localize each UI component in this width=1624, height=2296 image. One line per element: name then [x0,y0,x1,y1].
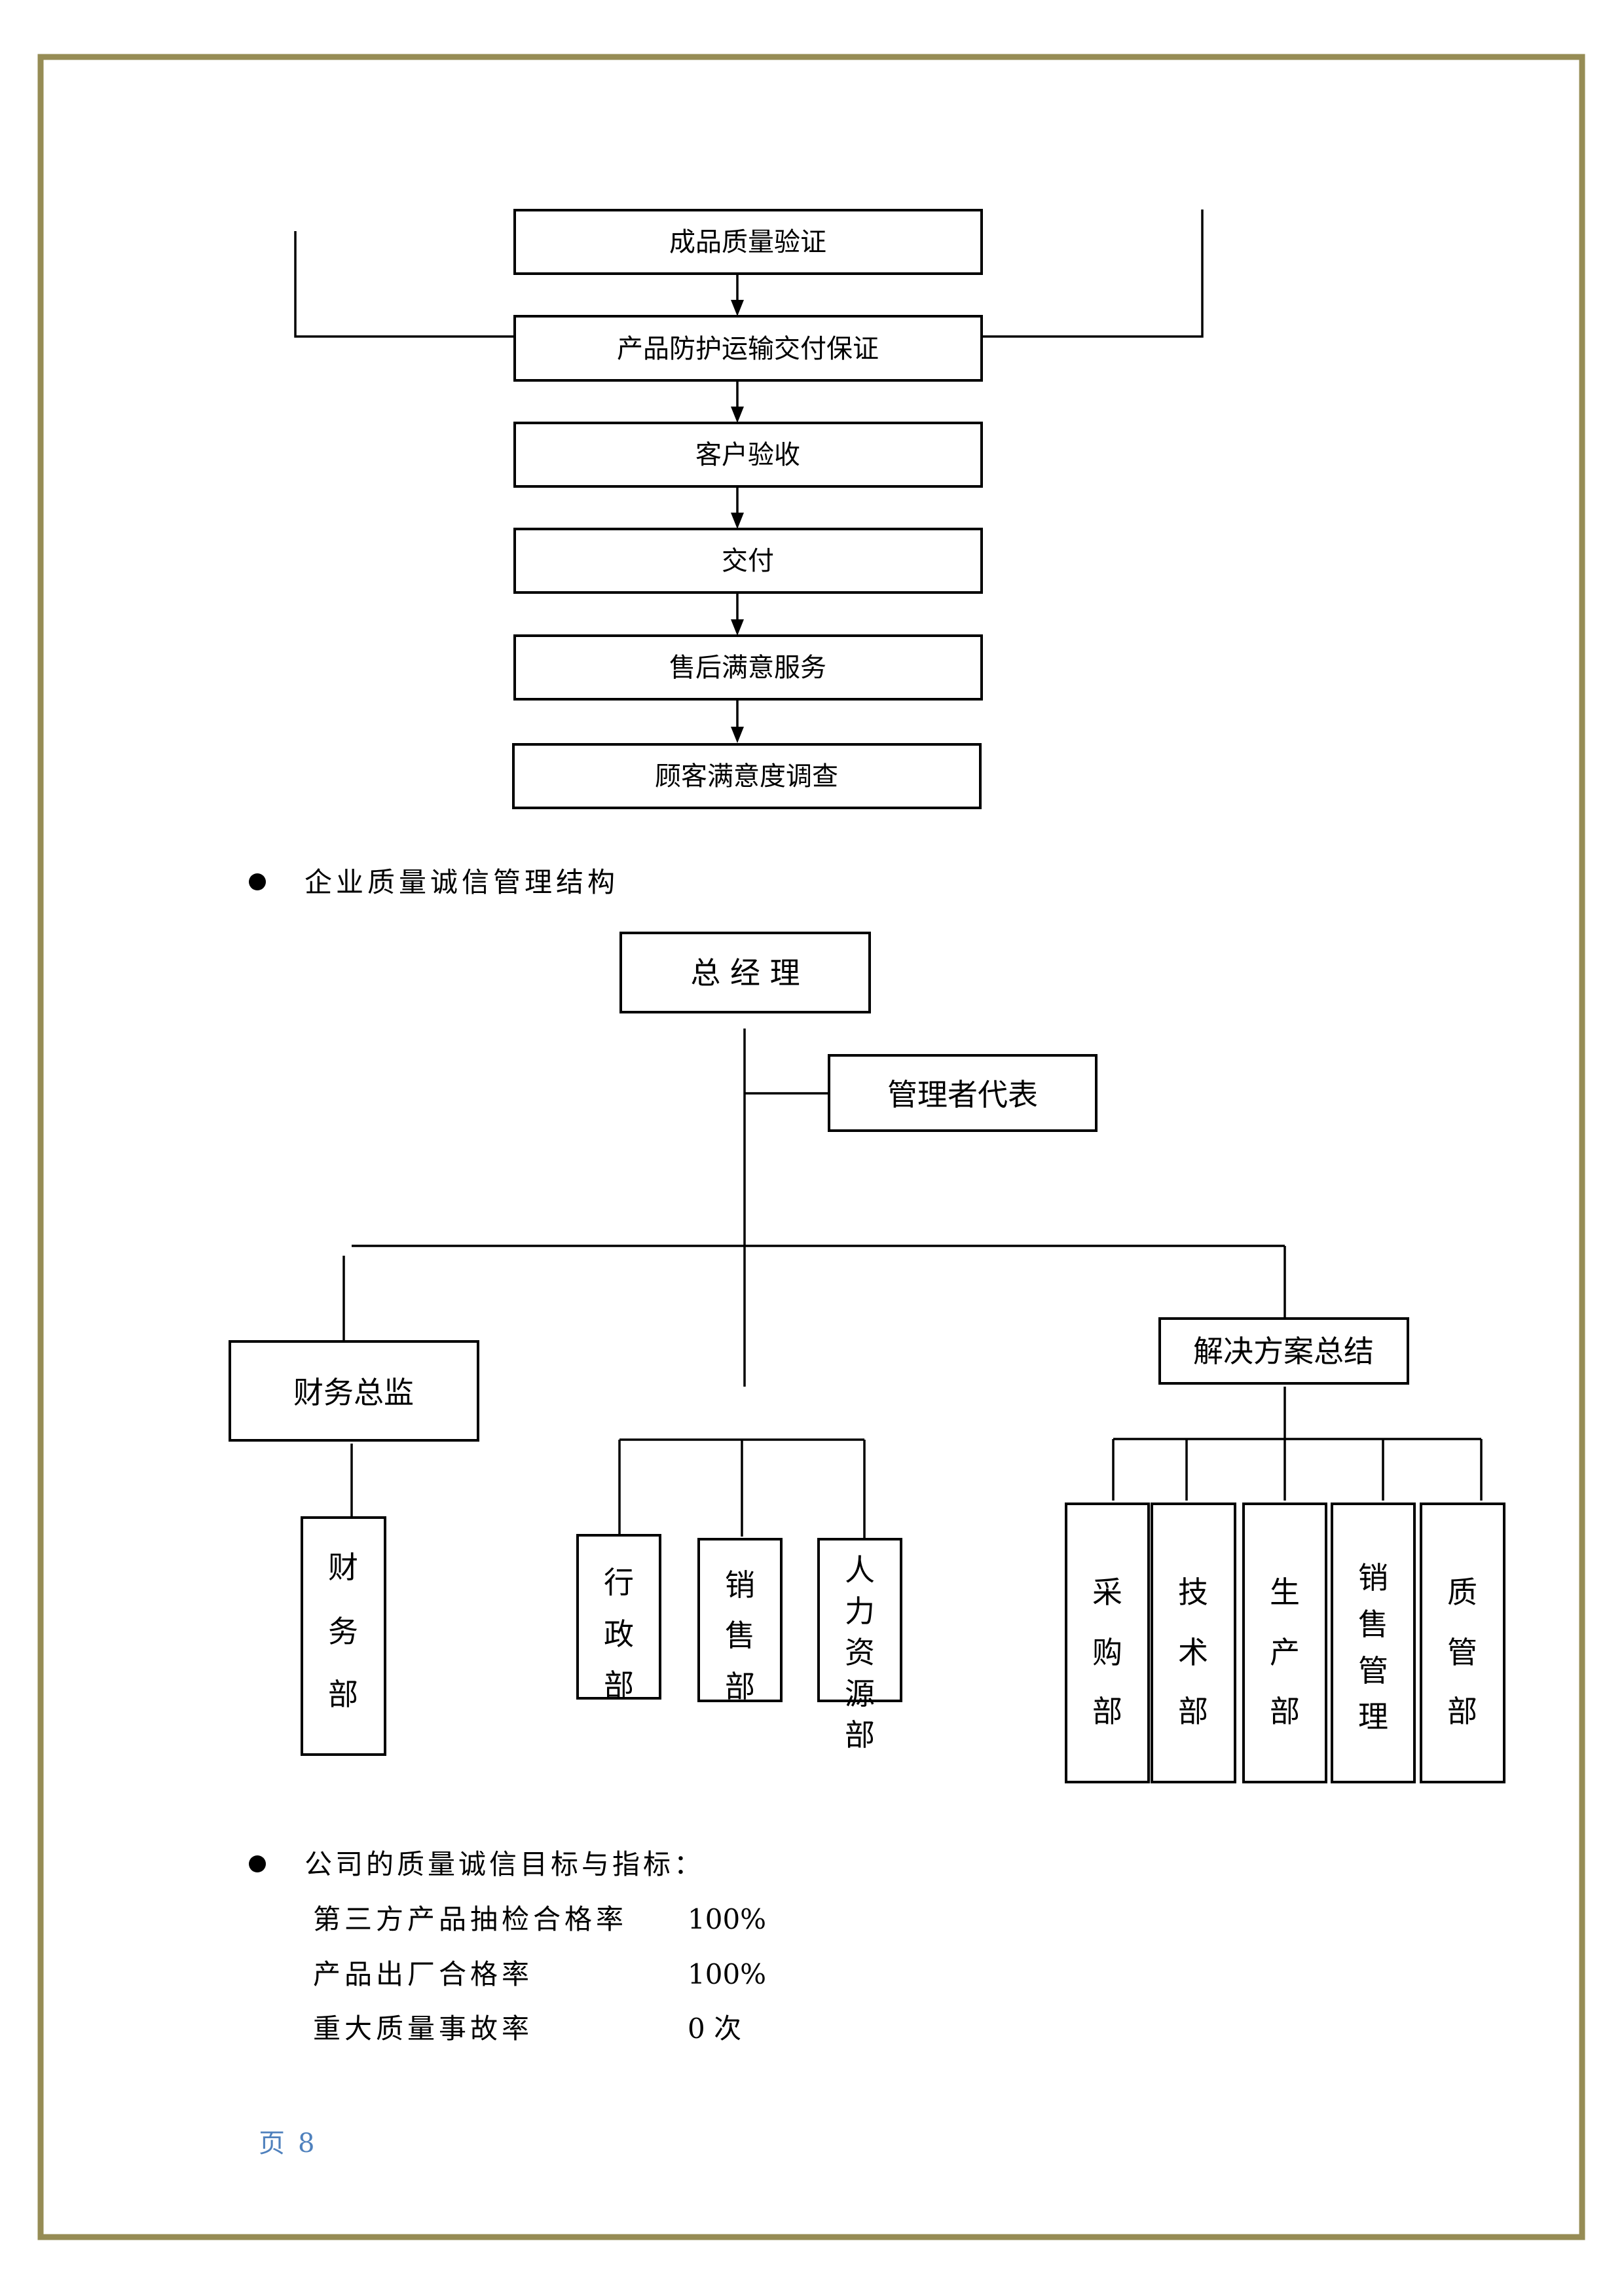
org-node-char: 部 [725,1669,755,1704]
org-node-char: 管 [1447,1635,1477,1670]
page-number-prefix: 页 [259,2128,285,2159]
flow-step: 成品质量验证 [513,209,983,275]
org-node-char: 部 [1092,1694,1122,1729]
bullet-icon [249,873,266,890]
target-label: 重大质量事故率 [313,2013,533,2045]
org-node-char: 部 [604,1667,634,1703]
org-node-management-rep [828,1054,1098,1132]
org-node-sales-dept: 销 售 部 [697,1538,783,1704]
org-node-char: 部 [328,1677,358,1712]
org-node-char: 采 [1092,1575,1122,1610]
org-node-quality-dept: 质 管 部 [1420,1503,1505,1783]
target-value: 100% [688,1958,766,1990]
org-node-char: 人 [845,1552,875,1588]
org-node-char: 生 [1270,1575,1300,1610]
flow-step-label: 产品防护运输交付保证 [617,334,879,364]
org-node-char: 部 [1178,1694,1208,1729]
org-node-char: 力 [845,1594,875,1629]
org-node-finance-director [229,1340,479,1442]
flow-step: 顾客满意度调查 [512,743,982,809]
org-node-char: 术 [1178,1635,1208,1670]
bullet-icon [249,1855,266,1872]
targets-list: 第三方产品抽检合格率 100% 产品出厂合格率 100% 重大质量事故率 0 次 [313,1903,766,2045]
org-node-char: 资 [845,1635,875,1670]
flow-step-label: 客户验收 [695,440,800,470]
flow-step-label: 售后满意服务 [669,653,826,683]
org-node-char: 管 [1358,1653,1388,1688]
org-node-general-manager [619,932,871,1013]
org-node-solutions-head [1158,1317,1409,1385]
page-number-value: 8 [298,2128,314,2159]
org-node-char: 产 [1270,1635,1300,1670]
target-label: 第三方产品抽检合格率 [313,1903,627,1935]
flow-step: 客户验收 [513,422,983,488]
page-number: 页 8 [259,2128,314,2159]
org-node-char: 质 [1447,1575,1477,1610]
org-node-production-dept: 生 产 部 [1242,1503,1327,1783]
org-node-sales-management: 销 售 管 理 [1331,1503,1416,1783]
org-node-char: 财 [328,1550,358,1585]
right-feedback-line [982,210,1204,338]
section-title-targets: 公司的质量诚信目标与指标： [304,1848,705,1880]
arrow-down-icon [731,727,744,743]
flow-step: 产品防护运输交付保证 [513,315,983,382]
arrow-down-icon [731,407,744,423]
page-border [37,54,1585,2240]
arrow-down-icon [731,300,744,316]
arrow-down-icon [731,513,744,529]
section-title-org: 企业质量诚信管理结构 [304,866,619,898]
org-node-char: 源 [845,1676,875,1711]
org-node-char: 部 [1447,1694,1477,1729]
org-node-char: 部 [1270,1694,1300,1729]
org-chart: 总 经 理 管理者代表 财务总监 财 务 部 行 政 部 [229,932,1505,1783]
target-value: 0 次 [688,2013,741,2045]
flow-step-label: 顾客满意度调查 [655,761,838,792]
org-node-label: 总 经 理 [690,955,800,991]
flow-step-label: 交付 [722,546,774,576]
flowchart: 成品质量验证 产品防护运输交付保证 客户验收 交付 售后满意服务 [294,209,1204,809]
org-node-char: 政 [604,1616,634,1652]
org-node-char: 行 [604,1565,634,1600]
org-node-label: 管理者代表 [887,1077,1038,1112]
org-node-char: 技 [1178,1575,1208,1610]
left-feedback-line [294,231,515,338]
target-value: 100% [688,1903,766,1935]
flow-step: 交付 [513,528,983,594]
target-label: 产品出厂合格率 [313,1958,533,1990]
org-node-tech-dept: 技 术 部 [1151,1503,1236,1783]
org-node-char: 购 [1092,1635,1122,1670]
org-node-label: 解决方案总结 [1193,1334,1374,1369]
org-node-finance-dept [301,1516,386,1756]
org-node-admin-dept: 行 政 部 [576,1534,661,1703]
arrow-down-icon [731,619,744,636]
org-node-char: 销 [725,1567,755,1603]
flow-step: 售后满意服务 [513,634,983,701]
flow-step-label: 成品质量验证 [669,227,826,257]
org-node-char: 部 [845,1717,875,1753]
org-node-char: 售 [725,1618,755,1653]
org-node-char: 理 [1358,1699,1388,1734]
org-node-purchasing-dept: 采 购 部 [1065,1503,1150,1783]
org-node-hr-dept: 人 力 资 源 部 [817,1538,902,1753]
org-node-label: 财务总监 [293,1375,414,1410]
org-node-char: 务 [328,1614,358,1649]
org-node-char: 销 [1358,1560,1388,1595]
org-node-char: 售 [1358,1607,1388,1642]
